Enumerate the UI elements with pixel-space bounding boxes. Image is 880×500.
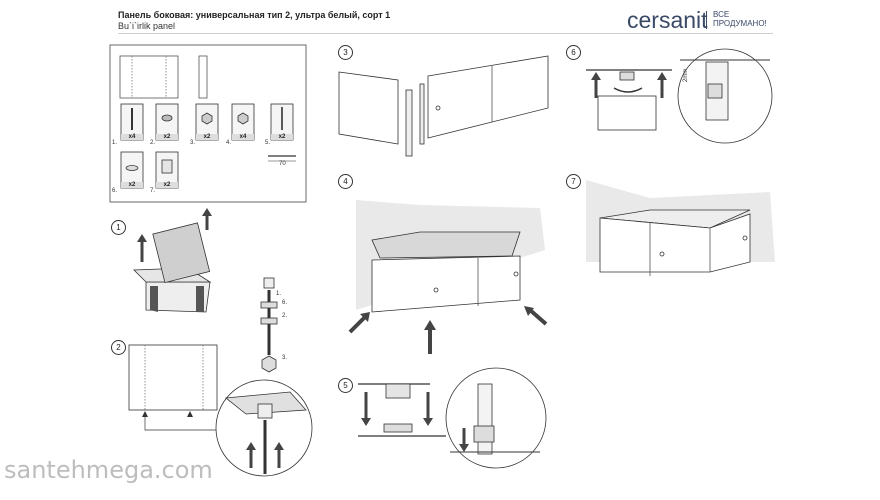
step-number-7: 7 bbox=[566, 174, 581, 189]
leg-callout-3: 3. bbox=[282, 355, 288, 361]
part-3-qty: x2 bbox=[203, 134, 211, 140]
part-3-index: 3. bbox=[190, 140, 196, 146]
part-6-qty: x2 bbox=[128, 182, 136, 188]
page-title: Панель боковая: универсальная тип 2, уль… bbox=[118, 10, 391, 20]
step1-panel bbox=[152, 222, 211, 284]
step-number-2: 2 bbox=[111, 340, 126, 355]
step4-panel bbox=[371, 255, 521, 313]
part-7-index: 7. bbox=[150, 188, 156, 194]
watermark: santehmega.com bbox=[4, 456, 213, 484]
part-5-qty: x2 bbox=[278, 134, 286, 140]
step-number-4: 4 bbox=[338, 174, 353, 189]
part-profile bbox=[198, 55, 208, 99]
step-number-5: 5 bbox=[338, 378, 353, 393]
part-4-qty: x4 bbox=[239, 134, 247, 140]
brand-separator bbox=[706, 11, 707, 29]
step2-panel bbox=[128, 344, 218, 411]
step4-tub bbox=[371, 231, 521, 259]
leg-callout-6: 6. bbox=[282, 300, 288, 306]
part-1-qty: x4 bbox=[128, 134, 136, 140]
tagline-line-2: ПРОДУМАНО! bbox=[713, 19, 767, 28]
part-7-qty: x2 bbox=[163, 182, 171, 188]
part-6-index: 6. bbox=[112, 188, 118, 194]
parts-box bbox=[109, 44, 307, 203]
part-panel bbox=[119, 55, 179, 99]
screw-dimension-label: 70 bbox=[279, 161, 286, 167]
step5-detail-circle bbox=[445, 367, 547, 469]
step-number-3: 3 bbox=[338, 45, 353, 60]
part-5-index: 5. bbox=[265, 140, 271, 146]
part-2-index: 2. bbox=[150, 140, 156, 146]
part-1-index: 1. bbox=[112, 140, 118, 146]
brand-tagline: ВСЕ ПРОДУМАНО! bbox=[713, 10, 767, 28]
step-number-6: 6 bbox=[566, 45, 581, 60]
tagline-line-1: ВСЕ bbox=[713, 10, 730, 19]
step3-panel-right bbox=[427, 55, 549, 139]
page-subtitle: Bu`i`irlik panel bbox=[118, 21, 176, 31]
brand-logo: cersanit bbox=[627, 7, 708, 33]
step3-panel-left bbox=[338, 71, 399, 145]
step-number-1: 1 bbox=[111, 220, 126, 235]
leg-callout-1: 1. bbox=[276, 291, 282, 297]
part-2-qty: x2 bbox=[163, 134, 171, 140]
part-4-index: 4. bbox=[226, 140, 232, 146]
gap-label: 2mm bbox=[683, 68, 689, 82]
header-divider bbox=[118, 33, 773, 34]
leg-callout-2: 2. bbox=[282, 313, 288, 319]
